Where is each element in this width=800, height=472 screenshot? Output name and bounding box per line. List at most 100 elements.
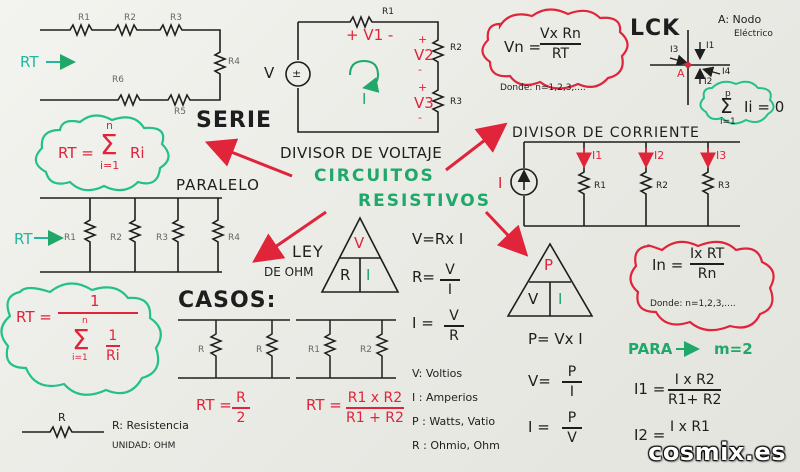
serie-r6: R6 [112, 75, 124, 85]
serie-r4: R4 [228, 57, 240, 67]
legend-r: R : Ohmio, Ohm [412, 439, 500, 452]
caso-diff-circuit [296, 319, 396, 379]
serie-sigma: Σ [100, 128, 118, 161]
paralelo-inner-num: 1 [108, 328, 118, 344]
pow-f1: P= Vx I [528, 330, 583, 348]
caso1-den: 2 [236, 410, 246, 426]
serie-sum-term: Ri [130, 144, 145, 162]
vd-title: DIVISOR DE VOLTAJE [280, 144, 443, 162]
serie-r5: R5 [174, 107, 186, 117]
pow-f2-den: I [569, 384, 575, 400]
lck-i4: I4 [722, 67, 731, 77]
ohm-f3-lhs: I = [412, 314, 434, 332]
serie-title: SERIE [196, 108, 273, 133]
vn-num: Vx Rn [540, 26, 581, 42]
ohm-f2-num: V [445, 262, 455, 278]
pow-tri-left: V [528, 290, 539, 308]
arrow-to-potencia [484, 210, 529, 257]
lck-sum-bottom: i=1 [720, 117, 736, 127]
in-den: Rn [697, 266, 717, 282]
lck-node [650, 30, 730, 105]
para-i2-num: I x R1 [670, 419, 710, 435]
paralelo-sum-top: n [82, 316, 88, 326]
paralelo-inner-den: Ri [106, 348, 120, 364]
node-dot [685, 62, 691, 68]
cd-i2: I2 [654, 149, 665, 162]
vd-v3-minus: - [418, 111, 422, 124]
vd-r2: R2 [450, 43, 462, 53]
loop-arrow [349, 59, 380, 93]
lck-sum-top: p [725, 89, 731, 99]
cd-title: DIVISOR DE CORRIENTE [512, 125, 700, 141]
serie-r2: R2 [124, 13, 136, 23]
in-cloud [629, 240, 775, 332]
res-symbol-label: R [58, 411, 66, 424]
serie-sum-bottom: i=1 [100, 159, 120, 172]
lck-i1: I1 [706, 41, 715, 51]
paralelo-r3: R3 [156, 233, 168, 243]
paralelo-r4: R4 [228, 233, 240, 243]
lck-node-label: A: Nodo [718, 13, 762, 26]
vd-r1: R1 [382, 7, 394, 17]
in-lhs: In = [652, 256, 684, 274]
cd-i1: I1 [592, 149, 603, 162]
cd-r3: R3 [718, 181, 730, 191]
caso2-frac: R1 x R2 R1 + R2 [346, 390, 404, 426]
res-unidad: UNIDAD: OHM [112, 441, 176, 451]
paralelo-cloud [0, 282, 162, 396]
vd-v3-plus: + [418, 81, 428, 94]
current-divider-circuit [510, 141, 740, 227]
paralelo-num: 1 [90, 292, 100, 310]
serie-formula-lhs: RT = [58, 144, 94, 162]
vd-source: V [264, 64, 275, 82]
serie-r1: R1 [78, 13, 90, 23]
pow-f3-lhs: I = [528, 418, 550, 436]
pow-tri-right: I [558, 290, 563, 308]
in-num: Ix RT [690, 246, 725, 262]
para-label: PARA [628, 340, 673, 358]
para-i1-den: R1+ R2 [668, 392, 722, 408]
vn-lhs: Vn = [504, 38, 542, 56]
ohm-f3-num: V [449, 308, 459, 324]
lck-i3: I3 [670, 45, 679, 55]
pow-f2-frac: P I [562, 364, 582, 400]
pow-tri-top: P [544, 256, 554, 274]
lck-sum-term: Ii = 0 [744, 98, 785, 116]
vd-v3: V3 [414, 94, 434, 112]
cd-i3: I3 [716, 149, 727, 162]
para-i2-lhs: I2 = [634, 426, 666, 444]
vd-v2-plus: + [418, 33, 428, 46]
para-i1-frac: I x R2 R1+ R2 [668, 372, 722, 408]
legend-p: P : Watts, Vatio [412, 415, 496, 428]
center-title-line2: RESISTIVOS [358, 191, 491, 211]
lck-cloud [699, 80, 775, 125]
paralelo-inner-fraction: 1 Ri [106, 328, 120, 364]
vn-donde: Donde: n=1,2,3,.... [500, 83, 586, 93]
vn-cloud [481, 8, 629, 90]
casos-title: CASOS: [178, 288, 277, 313]
ohm-title2: DE OHM [264, 265, 314, 279]
serie-circuit [40, 22, 228, 108]
power-triangle [506, 242, 594, 317]
arrow-to-serie [204, 138, 293, 178]
para-i1-lhs: I1 = [634, 380, 666, 398]
ohm-tri-top: V [354, 234, 365, 252]
pow-f3-num: P [567, 410, 577, 426]
ohm-title1: LEY [292, 242, 324, 261]
paralelo-sigma: Σ [72, 323, 90, 356]
legend-v: V: Voltios [412, 367, 463, 380]
lck-sigma: Σ [720, 94, 733, 118]
caso2-r2: R2 [360, 345, 372, 355]
pow-f2-lhs: V= [528, 372, 551, 390]
caso1-frac: R 2 [232, 390, 250, 426]
ohm-f3-frac: V R [444, 308, 464, 344]
voltage-divider-circuit [285, 14, 446, 133]
caso2-num: R1 x R2 [347, 390, 403, 406]
vn-den: RT [551, 46, 570, 62]
pow-f2-num: P [567, 364, 577, 380]
para-i1-num: I x R2 [674, 372, 715, 388]
paralelo-sum-bottom: i=1 [72, 353, 88, 363]
ohm-tri-left: R [340, 266, 351, 284]
ohm-triangle [320, 216, 400, 293]
